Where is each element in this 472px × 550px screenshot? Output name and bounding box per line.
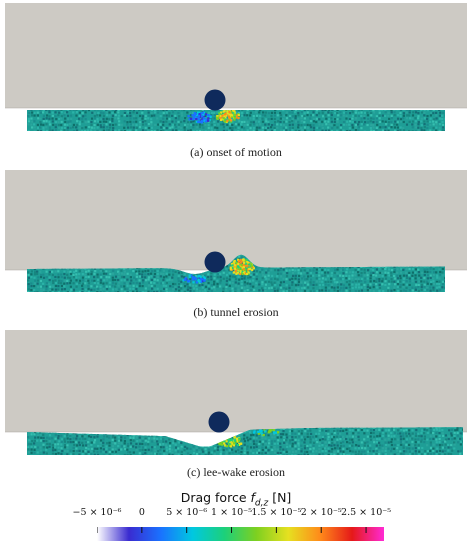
simulation-view-leewake [5, 330, 467, 455]
legend-title-unit: [N] [268, 490, 292, 505]
water-region [5, 3, 467, 108]
water-region [5, 330, 467, 432]
sediment-grains [27, 427, 463, 455]
panel-lee-wake-erosion [5, 330, 467, 455]
caption-lee-wake-erosion: (c) lee-wake erosion [187, 465, 285, 479]
colorbar-gradient [97, 527, 384, 541]
legend-tick-label: 1 × 10⁻⁵ [211, 507, 253, 518]
legend-tick-label: 2.5 × 10⁻⁵ [341, 507, 392, 518]
legend-tick-label: 5 × 10⁻⁶ [166, 507, 208, 518]
simulation-view-onset [5, 3, 467, 131]
panel-tunnel-erosion [5, 170, 467, 294]
legend-title: Drag force fd,z [N] [0, 490, 472, 509]
cylinder [204, 251, 226, 273]
cylinder [208, 411, 230, 433]
legend-tick-label: −5 × 10⁻⁶ [72, 507, 122, 518]
legend-title-symbol: f [250, 490, 255, 505]
simulation-view-tunnel [5, 170, 467, 292]
sediment-grains [27, 254, 445, 292]
panel-onset-of-motion [5, 3, 467, 135]
caption-onset-of-motion: (a) onset of motion [190, 145, 282, 159]
colorbar [97, 527, 384, 541]
legend-tick-label: 1.5 × 10⁻⁵ [251, 507, 302, 518]
legend-tick-label: 2 × 10⁻⁵ [300, 507, 342, 518]
sediment-grains [27, 110, 445, 131]
caption-tunnel-erosion: (b) tunnel erosion [193, 305, 279, 319]
water-region [5, 170, 467, 270]
cylinder [204, 89, 226, 111]
legend-tick-label: 0 [138, 507, 145, 518]
legend-title-main: Drag force [180, 490, 251, 505]
legend-title-subscript: d,z [254, 498, 269, 509]
